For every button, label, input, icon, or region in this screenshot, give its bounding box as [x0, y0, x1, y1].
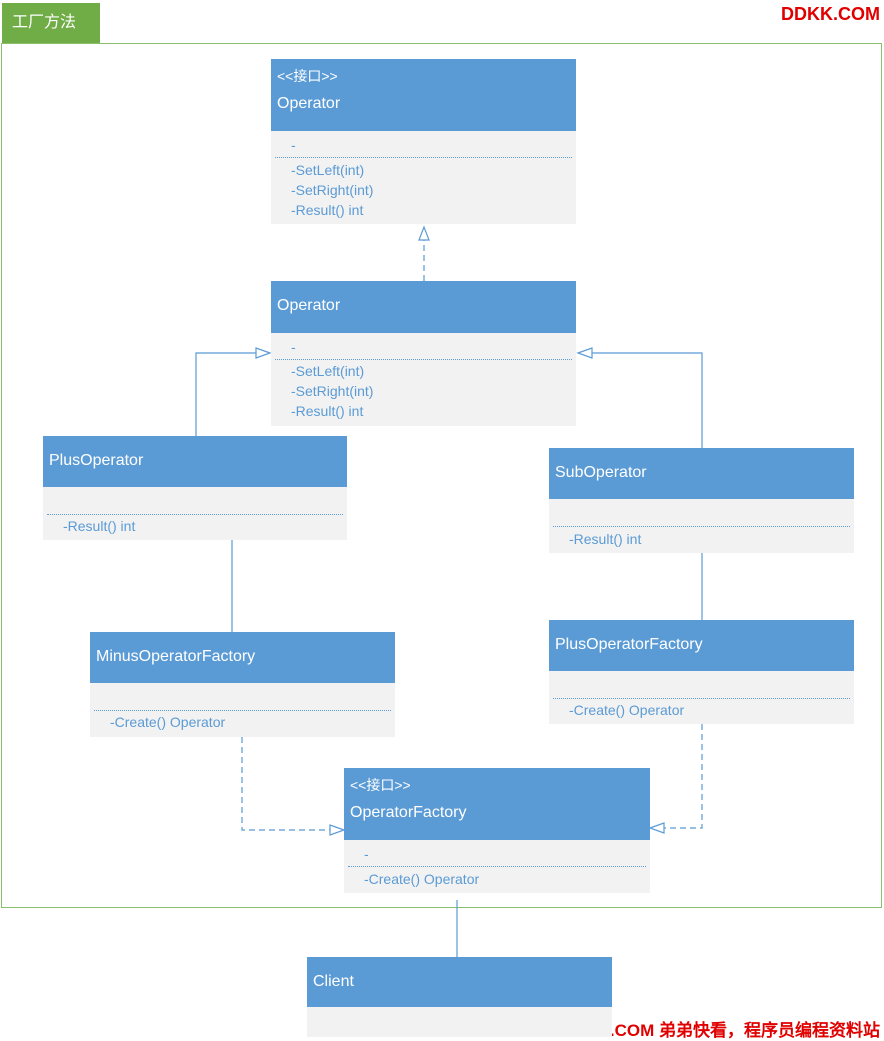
class-sub-operator[interactable]: SubOperator -Result() int: [549, 448, 854, 553]
diagram-frame: [1, 43, 882, 908]
class-name: MinusOperatorFactory: [96, 648, 256, 665]
method: -Create() Operator: [364, 871, 480, 887]
class-minus-operator-factory[interactable]: MinusOperatorFactory -Create() Operator: [90, 632, 395, 737]
class-name: PlusOperator: [49, 452, 144, 469]
class-header: <<接口>> Operator: [271, 59, 576, 131]
method: -Result() int: [291, 403, 364, 419]
class-name: OperatorFactory: [350, 804, 467, 821]
method: -SetLeft(int): [291, 162, 365, 178]
attribute: -: [364, 846, 369, 862]
attribute: -: [291, 339, 296, 355]
attribute: -: [291, 137, 296, 153]
method: -Result() int: [569, 531, 642, 547]
class-header: <<接口>> OperatorFactory: [344, 768, 650, 840]
class-operator-factory-interface[interactable]: <<接口>> OperatorFactory - -Create() Opera…: [344, 768, 650, 893]
method: -SetRight(int): [291, 182, 374, 198]
compartment-separator: [553, 526, 850, 527]
class-name: SubOperator: [555, 464, 647, 481]
method: -SetLeft(int): [291, 363, 365, 379]
generalization-sub-line: [592, 352, 703, 448]
method: -Result() int: [291, 202, 364, 218]
method: -Create() Operator: [569, 702, 685, 718]
compartment-separator: [94, 710, 391, 711]
watermark-bottom: DDKK.COM 弟弟快看，程序员编程资料站: [560, 1021, 880, 1040]
class-name: Client: [313, 973, 354, 990]
compartment-separator: [275, 359, 572, 360]
class-operator-interface[interactable]: <<接口>> Operator - -SetLeft(int) -SetRigh…: [271, 59, 576, 224]
class-header: MinusOperatorFactory: [90, 632, 395, 683]
class-header: PlusOperator: [43, 436, 347, 487]
generalization-plus-arrowhead: [255, 347, 272, 359]
generalization-plus-line: [195, 352, 256, 436]
realization-operator-arrowhead: [418, 225, 430, 241]
frame-title-tab: 工厂方法: [2, 3, 100, 43]
class-plus-operator-factory[interactable]: PlusOperatorFactory -Create() Operator: [549, 620, 854, 724]
method: -SetRight(int): [291, 383, 374, 399]
compartment-separator: [47, 514, 343, 515]
class-name: PlusOperatorFactory: [555, 636, 703, 653]
method: -Create() Operator: [110, 714, 226, 730]
class-name: Operator: [277, 297, 341, 314]
class-header: Operator: [271, 281, 576, 333]
class-header: SubOperator: [549, 448, 854, 499]
compartment-separator: [275, 157, 572, 158]
stereotype-label: <<接口>>: [277, 68, 338, 84]
realization-minusfactory-arrowhead: [329, 824, 346, 836]
realization-minusfactory-line: [241, 737, 330, 831]
watermark-top: DDKK.COM: [781, 4, 880, 24]
realization-plusfactory-line: [664, 724, 703, 829]
method: -Result() int: [63, 518, 136, 534]
class-name: Operator: [277, 95, 341, 112]
compartment-separator: [553, 698, 850, 699]
frame-title: 工厂方法: [12, 14, 77, 31]
realization-plusfactory-arrowhead: [648, 822, 665, 834]
compartment-separator: [348, 866, 646, 867]
class-plus-operator[interactable]: PlusOperator -Result() int: [43, 436, 347, 540]
class-header: PlusOperatorFactory: [549, 620, 854, 671]
class-operator[interactable]: Operator - -SetLeft(int) -SetRight(int) …: [271, 281, 576, 426]
stereotype-label: <<接口>>: [350, 777, 411, 793]
class-client[interactable]: Client: [307, 957, 612, 1037]
generalization-sub-arrowhead: [576, 347, 593, 359]
class-header: Client: [307, 957, 612, 1007]
